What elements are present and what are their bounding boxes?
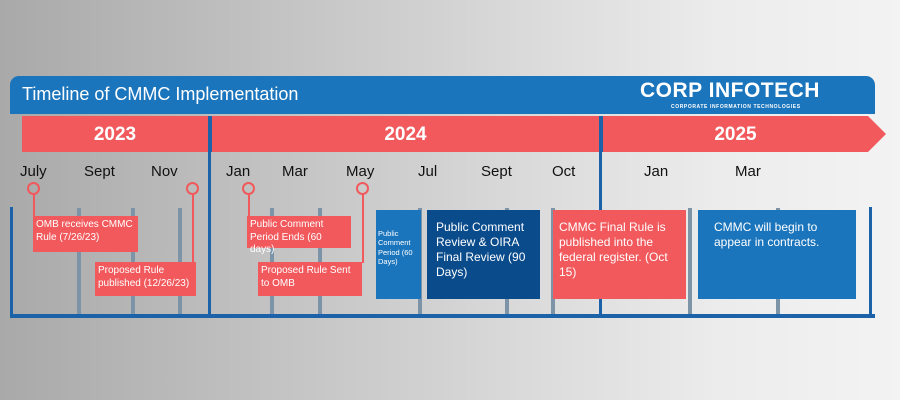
month-label-jul-2023: July [20, 163, 47, 180]
month-tick [131, 208, 135, 314]
event-proposed-rule-sent-to-omb: Proposed Rule Sent to OMB [258, 262, 362, 296]
company-logo-tagline: CORPORATE INFORMATION TECHNOLOGIES [671, 104, 801, 110]
year-label-2024: 2024 [384, 124, 427, 145]
event-appear-in-contracts: CMMC will begin to appear in contracts. [698, 210, 856, 299]
milestone-marker [27, 182, 40, 195]
event-proposed-rule-published: Proposed Rule published (12/26/23) [95, 262, 196, 296]
event-oira-final-review: Public Comment Review & OIRA Final Revie… [427, 210, 540, 299]
milestone-marker [242, 182, 255, 195]
timeline-baseline [10, 314, 875, 318]
year-label-2025: 2025 [714, 124, 757, 145]
month-label-jul-2024: Jul [418, 163, 438, 180]
year-divider-2025 [599, 116, 603, 152]
timeline-right-edge [869, 207, 872, 317]
page-title: Timeline of CMMC Implementation [22, 84, 299, 104]
month-label-sept-2024: Sept [481, 163, 512, 180]
month-label-mar-2025: Mar [735, 163, 761, 180]
event-final-rule-published: CMMC Final Rule is published into the fe… [553, 210, 686, 299]
year-divider-2024 [208, 116, 212, 152]
month-label-may-2024: May [346, 163, 375, 180]
year-band [22, 116, 868, 152]
event-public-comment-ends: Public Comment Period Ends (60 days) [247, 216, 351, 255]
milestone-marker [186, 182, 199, 195]
arrow-tip [868, 116, 886, 152]
month-tick [178, 208, 182, 314]
month-label-sept-2023: Sept [84, 163, 115, 180]
month-label-mar-2024: Mar [282, 163, 308, 180]
month-label-jan-2025: Jan [644, 163, 669, 180]
milestone-stem [192, 193, 194, 263]
header-bar [10, 76, 875, 114]
year-label-2023: 2023 [93, 124, 137, 145]
month-tick [270, 208, 274, 314]
month-label-oct-2024: Oct [552, 163, 576, 180]
event-public-comment-period: Public Comment Period (60 Days) [376, 210, 421, 299]
timeline-left-edge [10, 207, 13, 317]
milestone-marker [356, 182, 369, 195]
month-tick [688, 208, 692, 314]
month-tick [77, 208, 81, 314]
event-omb-receives-rule: OMB receives CMMC Rule (7/26/23) [33, 216, 138, 252]
month-label-jan-2024: Jan [226, 163, 251, 180]
month-tick [318, 208, 322, 314]
timeline-divider-2024 [208, 152, 211, 317]
company-logo: CORP INFOTECH [640, 79, 820, 102]
milestone-stem [362, 193, 364, 263]
month-label-nov-2023: Nov [151, 163, 178, 180]
